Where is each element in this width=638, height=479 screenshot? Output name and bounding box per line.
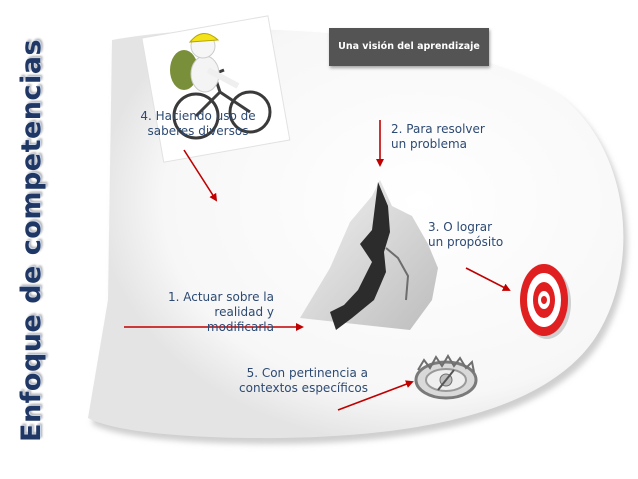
target-icon xyxy=(520,264,571,339)
step-1-line-2: realidad y xyxy=(214,305,274,319)
cyclist-icon xyxy=(141,15,291,163)
step-2-label: 2. Para resolver un problema xyxy=(391,122,531,152)
arrow-step-3 xyxy=(465,267,511,291)
step-2-line-1: 2. Para resolver xyxy=(391,122,485,136)
cliff-crack-icon xyxy=(300,180,438,330)
arrow-step-5 xyxy=(337,380,414,411)
step-1-label: 1. Actuar sobre la realidad y modificarl… xyxy=(134,290,274,335)
step-3-label: 3. O lograr un propósito xyxy=(428,220,548,250)
banner-title: Una visión del aprendizaje xyxy=(329,28,489,66)
step-4-line-1: 4. Haciendo uso de xyxy=(140,109,256,123)
step-1-line-1: 1. Actuar sobre la xyxy=(167,290,274,304)
arrow-step-4 xyxy=(183,149,218,202)
side-title: Enfoque de competencias xyxy=(16,38,47,442)
step-5-line-1: 5. Con pertinencia a xyxy=(246,366,368,380)
step-5-label: 5. Con pertinencia a contextos específic… xyxy=(206,366,368,396)
step-4-label: 4. Haciendo uso de saberes diversos xyxy=(118,109,278,139)
step-3-line-1: 3. O lograr xyxy=(428,220,493,234)
step-4-line-2: saberes diversos xyxy=(147,124,249,138)
step-5-line-2: contextos específicos xyxy=(239,381,368,395)
step-3-line-2: un propósito xyxy=(428,235,504,249)
bear-trap-icon xyxy=(414,354,478,400)
arrows xyxy=(124,120,511,411)
step-1-line-3: modificarla xyxy=(206,320,274,334)
step-2-line-2: un problema xyxy=(391,137,468,151)
